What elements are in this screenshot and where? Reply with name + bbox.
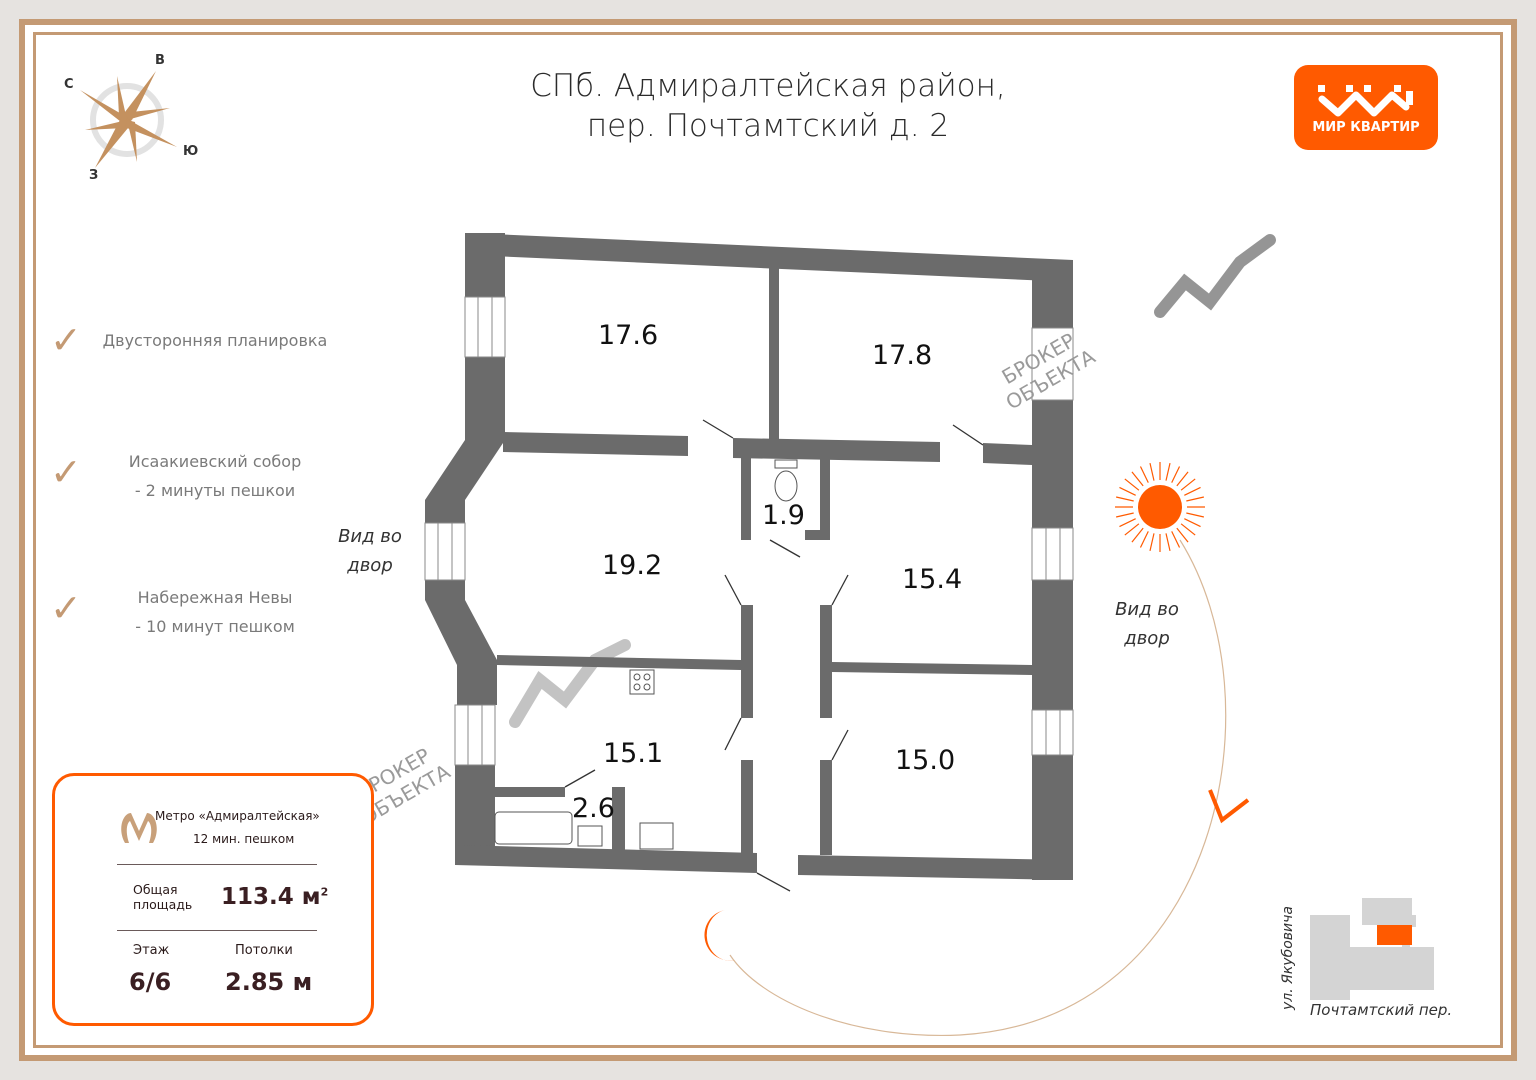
area-value-text: 113.4 м bbox=[221, 884, 321, 910]
fixtures bbox=[494, 459, 798, 850]
sun-ray bbox=[1184, 518, 1201, 528]
sun-ray bbox=[1165, 462, 1171, 481]
view-text: Вид во bbox=[1115, 599, 1179, 620]
room-area-label: 15.1 bbox=[603, 738, 664, 769]
view-right-label: Вид во двор bbox=[1107, 595, 1187, 653]
sun-ray bbox=[1119, 486, 1136, 496]
area-value: 113.4 м2 bbox=[221, 884, 328, 910]
room-area-label: 15.0 bbox=[895, 745, 956, 776]
walls bbox=[425, 233, 1073, 880]
metro-icon bbox=[121, 813, 157, 843]
area-label-line: площадь bbox=[133, 897, 193, 912]
sun-ray bbox=[1165, 533, 1171, 552]
sun-path-arc bbox=[729, 539, 1227, 1037]
toilet-bowl-icon bbox=[774, 470, 798, 502]
street-label-horizontal: Почтамтский пер. bbox=[1310, 1001, 1453, 1019]
metro-walk-time: 12 мин. пешком bbox=[193, 832, 295, 846]
divider bbox=[117, 864, 317, 865]
title-line-2: пер. Почтамтский д. 2 bbox=[586, 108, 950, 144]
watermark-logo-icon bbox=[1154, 234, 1276, 318]
compass-east-label: В bbox=[155, 53, 165, 68]
divider bbox=[117, 930, 317, 931]
view-text: двор bbox=[1124, 628, 1170, 649]
sun-ray bbox=[1139, 466, 1149, 483]
compass-north-label: С bbox=[64, 77, 74, 92]
windows bbox=[424, 296, 1074, 766]
room-area-label: 2.6 bbox=[572, 793, 615, 824]
feature-text: Исаакиевский собор bbox=[128, 452, 302, 471]
shower-icon bbox=[639, 822, 674, 850]
view-left-label: Вид во двор bbox=[330, 522, 410, 580]
logo-mark-icon bbox=[1318, 85, 1413, 117]
door-swings bbox=[564, 419, 984, 892]
feature-item: Двусторонняя планировка bbox=[95, 326, 335, 355]
building-marker bbox=[1377, 925, 1412, 945]
view-text: двор bbox=[347, 555, 393, 576]
compass-west-label: З bbox=[89, 168, 99, 183]
watermark-logo-icon bbox=[509, 639, 631, 728]
sun-ray bbox=[1131, 471, 1144, 487]
check-icon: ✓ bbox=[50, 450, 82, 494]
compass-rose: С В Ю З bbox=[55, 50, 205, 190]
sun-ray bbox=[1124, 523, 1140, 536]
check-icon: ✓ bbox=[50, 318, 82, 362]
sun-ray bbox=[1139, 531, 1149, 548]
feature-text: Набережная Невы bbox=[137, 588, 293, 607]
sun-ray bbox=[1186, 512, 1205, 518]
sun-ray bbox=[1124, 478, 1140, 491]
area-label: Общая площадь bbox=[133, 882, 192, 912]
feature-item: Набережная Невы - 10 минут пешком bbox=[110, 583, 320, 641]
page-title: СПб. Адмиралтейская район, пер. Почтамтс… bbox=[0, 66, 1536, 146]
room-area-label: 19.2 bbox=[602, 550, 663, 581]
view-text: Вид во bbox=[338, 526, 402, 547]
feature-item: Исаакиевский собор - 2 минуты пешкои bbox=[110, 447, 320, 505]
area-unit-sup: 2 bbox=[320, 885, 329, 899]
direction-arrow-icon bbox=[1208, 789, 1250, 824]
sun-ray bbox=[1184, 486, 1201, 496]
floor-label: Этаж bbox=[133, 943, 170, 958]
check-icon: ✓ bbox=[50, 586, 82, 630]
sun-ray bbox=[1186, 496, 1205, 502]
feature-subtext: - 10 минут пешком bbox=[135, 617, 295, 636]
ceiling-label: Потолки bbox=[235, 943, 293, 958]
metro-station: Метро «Адмиралтейская» bbox=[155, 809, 320, 823]
sun-ray bbox=[1171, 466, 1181, 483]
compass-icon bbox=[80, 71, 177, 168]
toilet-icon bbox=[774, 459, 798, 469]
sink-icon bbox=[577, 825, 603, 847]
sun-ray bbox=[1171, 531, 1181, 548]
room-area-label: 1.9 bbox=[762, 500, 805, 531]
feature-subtext: - 2 минуты пешкои bbox=[134, 481, 296, 500]
ceiling-value: 2.85 м bbox=[225, 968, 313, 996]
street-label-vertical: ул. Якубовича bbox=[1280, 906, 1296, 1011]
stove-icon bbox=[629, 669, 655, 695]
info-card: Метро «Адмиралтейская» 12 мин. пешком Об… bbox=[52, 773, 374, 1026]
room-area-label: 17.8 bbox=[872, 340, 933, 371]
sun-ray bbox=[1149, 462, 1155, 481]
room-area-label: 15.4 bbox=[902, 564, 963, 595]
area-label-line: Общая bbox=[133, 882, 178, 897]
feature-text: Двусторонняя планировка bbox=[102, 331, 328, 350]
compass-south-label: Ю bbox=[183, 144, 199, 159]
inner-border bbox=[33, 32, 1503, 1048]
sun-ray bbox=[1149, 533, 1155, 552]
logo-text: МИР КВАРТИР bbox=[1312, 120, 1420, 135]
title-line-1: СПб. Адмиралтейская район, bbox=[530, 68, 1006, 104]
sun-ray bbox=[1131, 527, 1144, 543]
sun-ray bbox=[1115, 496, 1134, 502]
sun-ray bbox=[1115, 512, 1134, 518]
bathtub-icon bbox=[494, 811, 573, 845]
sun-icon bbox=[1115, 462, 1205, 552]
floor-value: 6/6 bbox=[129, 968, 172, 996]
sun-ray bbox=[1119, 518, 1136, 528]
sun-ray bbox=[1180, 478, 1196, 491]
sun-ray bbox=[1176, 527, 1189, 543]
room-area-label: 17.6 bbox=[598, 320, 659, 351]
brand-logo: МИР КВАРТИР bbox=[1294, 65, 1438, 150]
sun-ray bbox=[1176, 471, 1189, 487]
sun-ray bbox=[1180, 523, 1196, 536]
location-map bbox=[1310, 898, 1434, 1000]
